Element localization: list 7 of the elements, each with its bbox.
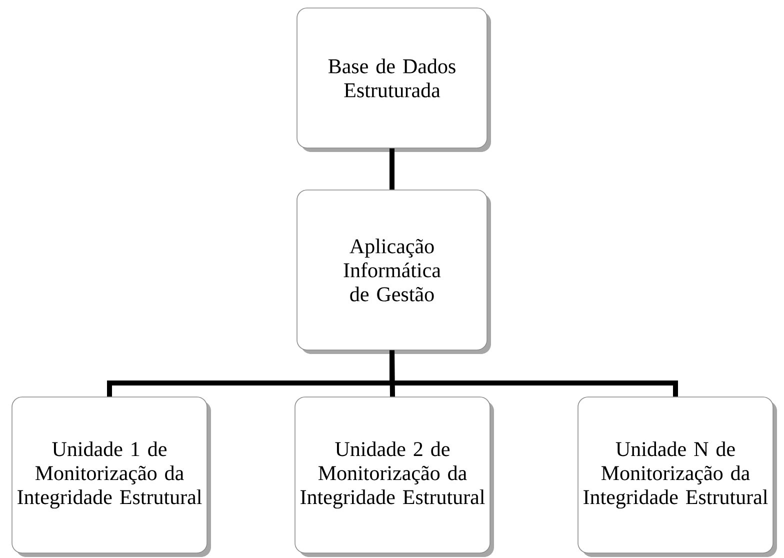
process-box: Unidade 1 de Monitorização da Integridade Estrutural — [12, 396, 211, 557]
process-box: Unidade 2 de Monitorização da Integridade Estrutural — [294, 396, 494, 557]
connector-line — [390, 350, 678, 397]
process-box: Unidade N de Monitorização da Integridade Estrutural — [578, 396, 777, 557]
connector-line — [390, 148, 394, 190]
process-box: Base de Dados Estruturada — [296, 8, 491, 152]
process-box: Aplicação Informática de Gestão — [296, 190, 491, 354]
